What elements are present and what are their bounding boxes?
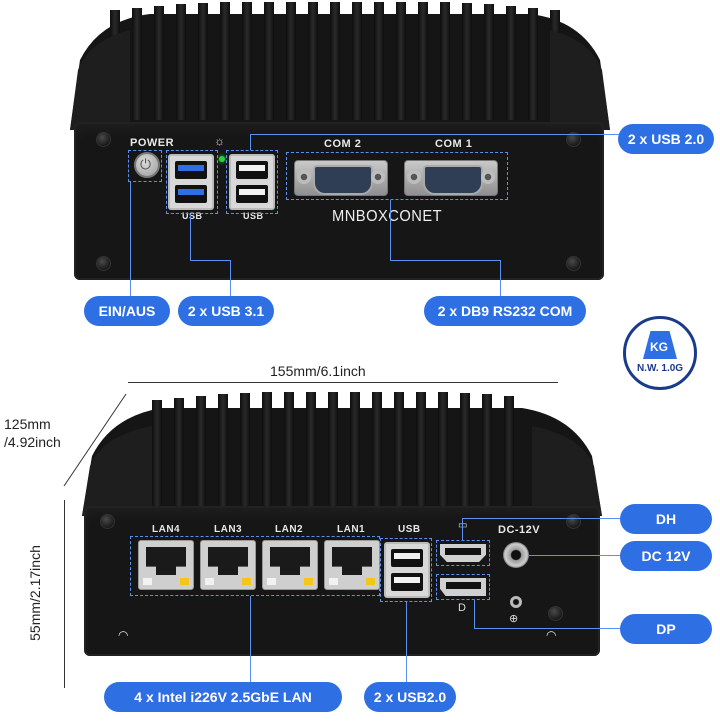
usb31-ports[interactable] — [168, 154, 214, 210]
lan3-label: LAN3 — [214, 524, 243, 535]
callout-usb20-bottom: 2 x USB2.0 — [364, 682, 456, 712]
connector-line — [529, 555, 621, 556]
width-dimension-line — [128, 382, 558, 383]
power-button[interactable]: ⏻ — [134, 152, 160, 178]
connector-line — [190, 214, 191, 260]
kg-label: KG — [650, 340, 668, 354]
screw — [96, 132, 111, 147]
callout-usb20-top: 2 x USB 2.0 — [618, 124, 714, 154]
weight-label: N.W. 1.0G — [636, 363, 684, 374]
lan2-port[interactable] — [262, 540, 318, 590]
power-label: POWER — [130, 137, 175, 149]
status-led — [219, 156, 225, 162]
displayport-icon: D — [458, 602, 466, 614]
dp-highlight — [436, 574, 490, 600]
ground-icon: ⊕ — [509, 613, 519, 625]
screw — [566, 256, 581, 271]
screw — [100, 514, 115, 529]
usb-label-bottom: USB — [398, 524, 421, 535]
reset-button[interactable] — [510, 596, 522, 608]
wifi-antenna-icon: ◠ — [118, 628, 129, 642]
lan2-label: LAN2 — [275, 524, 304, 535]
screw — [548, 606, 563, 621]
height-dimension: 55mm/2.17inch — [27, 545, 43, 641]
usb20-bottom-highlight — [380, 538, 432, 602]
lan4-label: LAN4 — [152, 524, 181, 535]
kg-weight-icon: KG — [643, 331, 677, 359]
usb-label-right: USB — [243, 211, 264, 221]
top-front-panel — [74, 122, 604, 280]
connector-line — [230, 260, 231, 296]
db9-highlight — [286, 152, 508, 200]
dc-jack[interactable] — [503, 542, 529, 568]
callout-lan: 4 x Intel i226V 2.5GbE LAN — [104, 682, 342, 712]
displayport-port[interactable] — [440, 578, 486, 596]
connector-line — [250, 134, 620, 135]
connector-line — [462, 518, 463, 540]
wifi-antenna-icon: ◠ — [546, 628, 557, 642]
brand-label: MNBOXCONET — [332, 208, 443, 225]
usb20-top-highlight — [226, 150, 278, 214]
lan4-port[interactable] — [138, 540, 194, 590]
depth-dimension-line — [63, 393, 127, 487]
connector-line — [390, 200, 391, 260]
callout-dh: DH — [620, 504, 712, 534]
screw — [566, 132, 581, 147]
depth-dimension-line1: 125mm — [4, 416, 51, 432]
connector-line — [500, 260, 501, 296]
connector-line — [190, 260, 230, 261]
top-heatsink-fins — [70, 2, 610, 130]
connector-line — [130, 182, 131, 297]
callout-dp: DP — [620, 614, 712, 644]
com2-port[interactable] — [294, 160, 388, 196]
connector-line — [250, 134, 251, 150]
weight-badge: KG N.W. 1.0G — [623, 316, 697, 390]
light-icon: ☼ — [214, 134, 225, 148]
callout-dc: DC 12V — [620, 541, 712, 571]
com1-label: COM 1 — [435, 138, 473, 150]
connector-line — [250, 596, 251, 686]
callout-ein-aus: EIN/AUS — [84, 296, 170, 326]
lan1-label: LAN1 — [337, 524, 366, 535]
bottom-heatsink-fins — [82, 392, 602, 516]
lan3-port[interactable] — [200, 540, 256, 590]
lan-highlight — [130, 536, 380, 596]
usb-label-left: USB — [182, 211, 203, 221]
connector-line — [474, 628, 622, 629]
depth-dimension-line2: /4.92inch — [4, 434, 61, 450]
hdmi-port[interactable] — [440, 544, 486, 562]
height-dimension-line — [64, 500, 65, 688]
usb31-highlight — [166, 150, 218, 214]
com1-port[interactable] — [404, 160, 498, 196]
com2-label: COM 2 — [324, 138, 362, 150]
usb20-ports-bottom[interactable] — [384, 542, 430, 598]
callout-db9: 2 x DB9 RS232 COM — [424, 296, 586, 326]
ein-aus-highlight — [128, 150, 162, 182]
hdmi-highlight — [436, 540, 490, 566]
connector-line — [462, 518, 622, 519]
screw — [96, 256, 111, 271]
power-icon: ⏻ — [140, 156, 152, 172]
width-dimension: 155mm/6.1inch — [270, 363, 366, 379]
dc-label: DC-12V — [498, 524, 541, 536]
usb20-ports-top[interactable] — [229, 154, 275, 210]
connector-line — [390, 260, 500, 261]
connector-line — [474, 600, 475, 628]
screw — [566, 514, 581, 529]
callout-usb31: 2 x USB 3.1 — [178, 296, 274, 326]
connector-line — [406, 602, 407, 682]
